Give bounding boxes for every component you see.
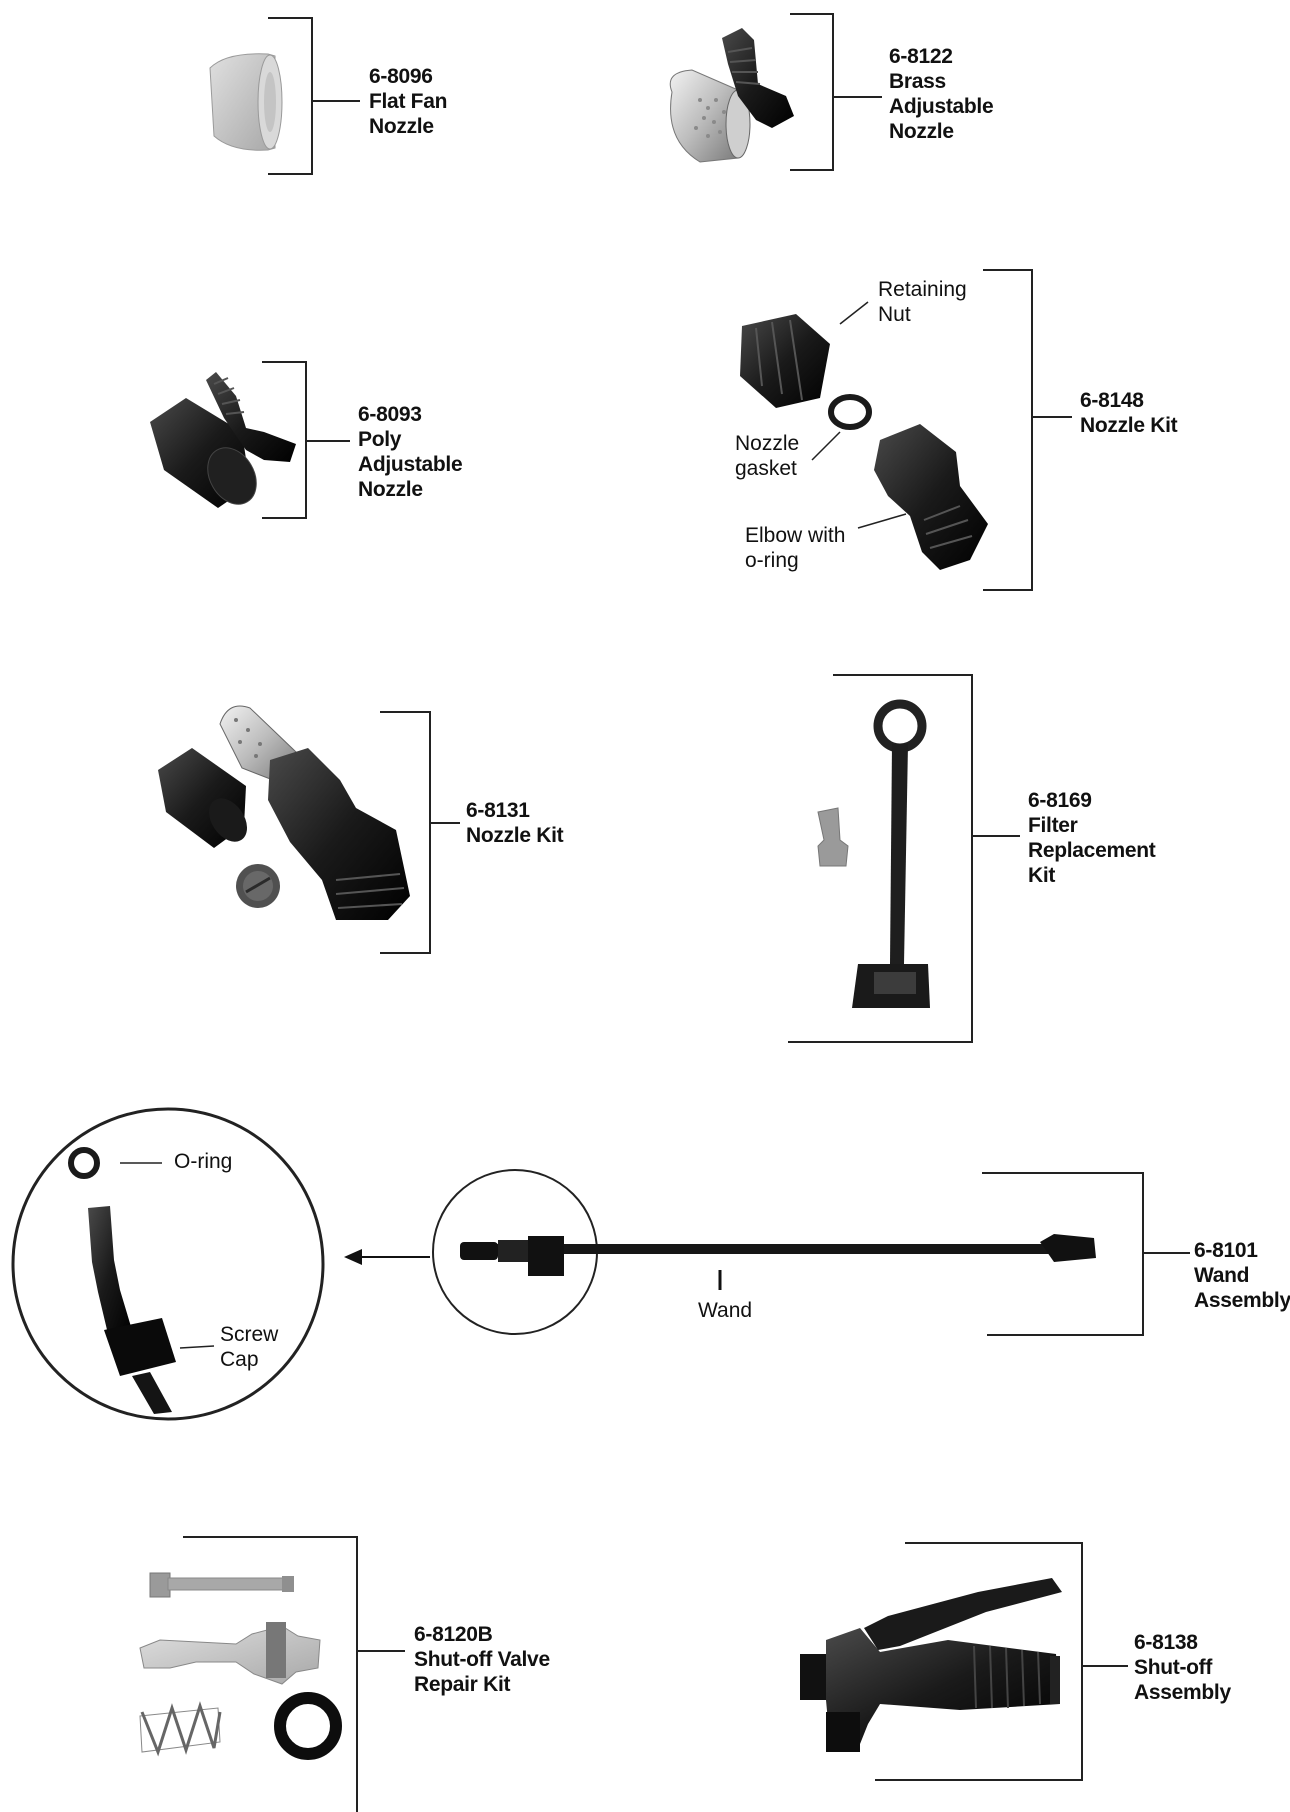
bracket-6-8101 bbox=[982, 1172, 1190, 1336]
bracket-6-8096 bbox=[268, 17, 360, 175]
bracket-6-8093 bbox=[262, 361, 350, 519]
nozzle-kit-8148-image bbox=[740, 301, 988, 570]
label-6-8096: 6-8096 Flat Fan Nozzle bbox=[369, 65, 448, 138]
wand-assembly-image bbox=[11, 1107, 1096, 1421]
bracket-6-8131 bbox=[380, 711, 460, 954]
flat-fan-nozzle-image bbox=[209, 53, 283, 151]
shut-off-assembly-image bbox=[800, 1578, 1062, 1752]
poly-adjustable-nozzle-image bbox=[150, 372, 296, 508]
callout-wand: Wand bbox=[698, 1299, 753, 1322]
label-6-8131: 6-8131 Nozzle Kit bbox=[466, 799, 564, 847]
filter-replacement-kit-image bbox=[817, 699, 930, 1008]
brass-adjustable-nozzle-image bbox=[669, 28, 794, 163]
bracket-6-8120B bbox=[183, 1536, 405, 1812]
label-6-8148: 6-8148 Nozzle Kit bbox=[1080, 389, 1178, 437]
bracket-6-8138 bbox=[875, 1542, 1128, 1781]
bracket-6-8169 bbox=[788, 674, 1020, 1043]
callout-retaining-nut: Retaining Nut bbox=[878, 278, 967, 326]
callout-nozzle-gasket: Nozzle gasket bbox=[735, 432, 800, 480]
callout-elbow-oring: Elbow with o-ring bbox=[745, 524, 846, 572]
callout-screw-cap: Screw Cap bbox=[220, 1323, 279, 1371]
label-6-8120B: 6-8120B Shut-off Valve Repair Kit bbox=[414, 1623, 550, 1696]
label-6-8169: 6-8169 Filter Replacement Kit bbox=[1028, 789, 1156, 887]
label-6-8122: 6-8122 Brass Adjustable Nozzle bbox=[889, 45, 994, 143]
label-6-8138: 6-8138 Shut-off Assembly bbox=[1134, 1631, 1231, 1704]
label-6-8101: 6-8101 Wand Assembly bbox=[1194, 1239, 1290, 1312]
callout-oring: O-ring bbox=[174, 1150, 233, 1173]
label-6-8093: 6-8093 Poly Adjustable Nozzle bbox=[358, 403, 463, 501]
bracket-6-8122 bbox=[790, 13, 882, 171]
bracket-6-8148 bbox=[983, 269, 1072, 591]
shut-off-valve-repair-kit-image bbox=[139, 1572, 342, 1760]
nozzle-kit-8131-image bbox=[158, 705, 410, 920]
brackets bbox=[183, 13, 1190, 1812]
